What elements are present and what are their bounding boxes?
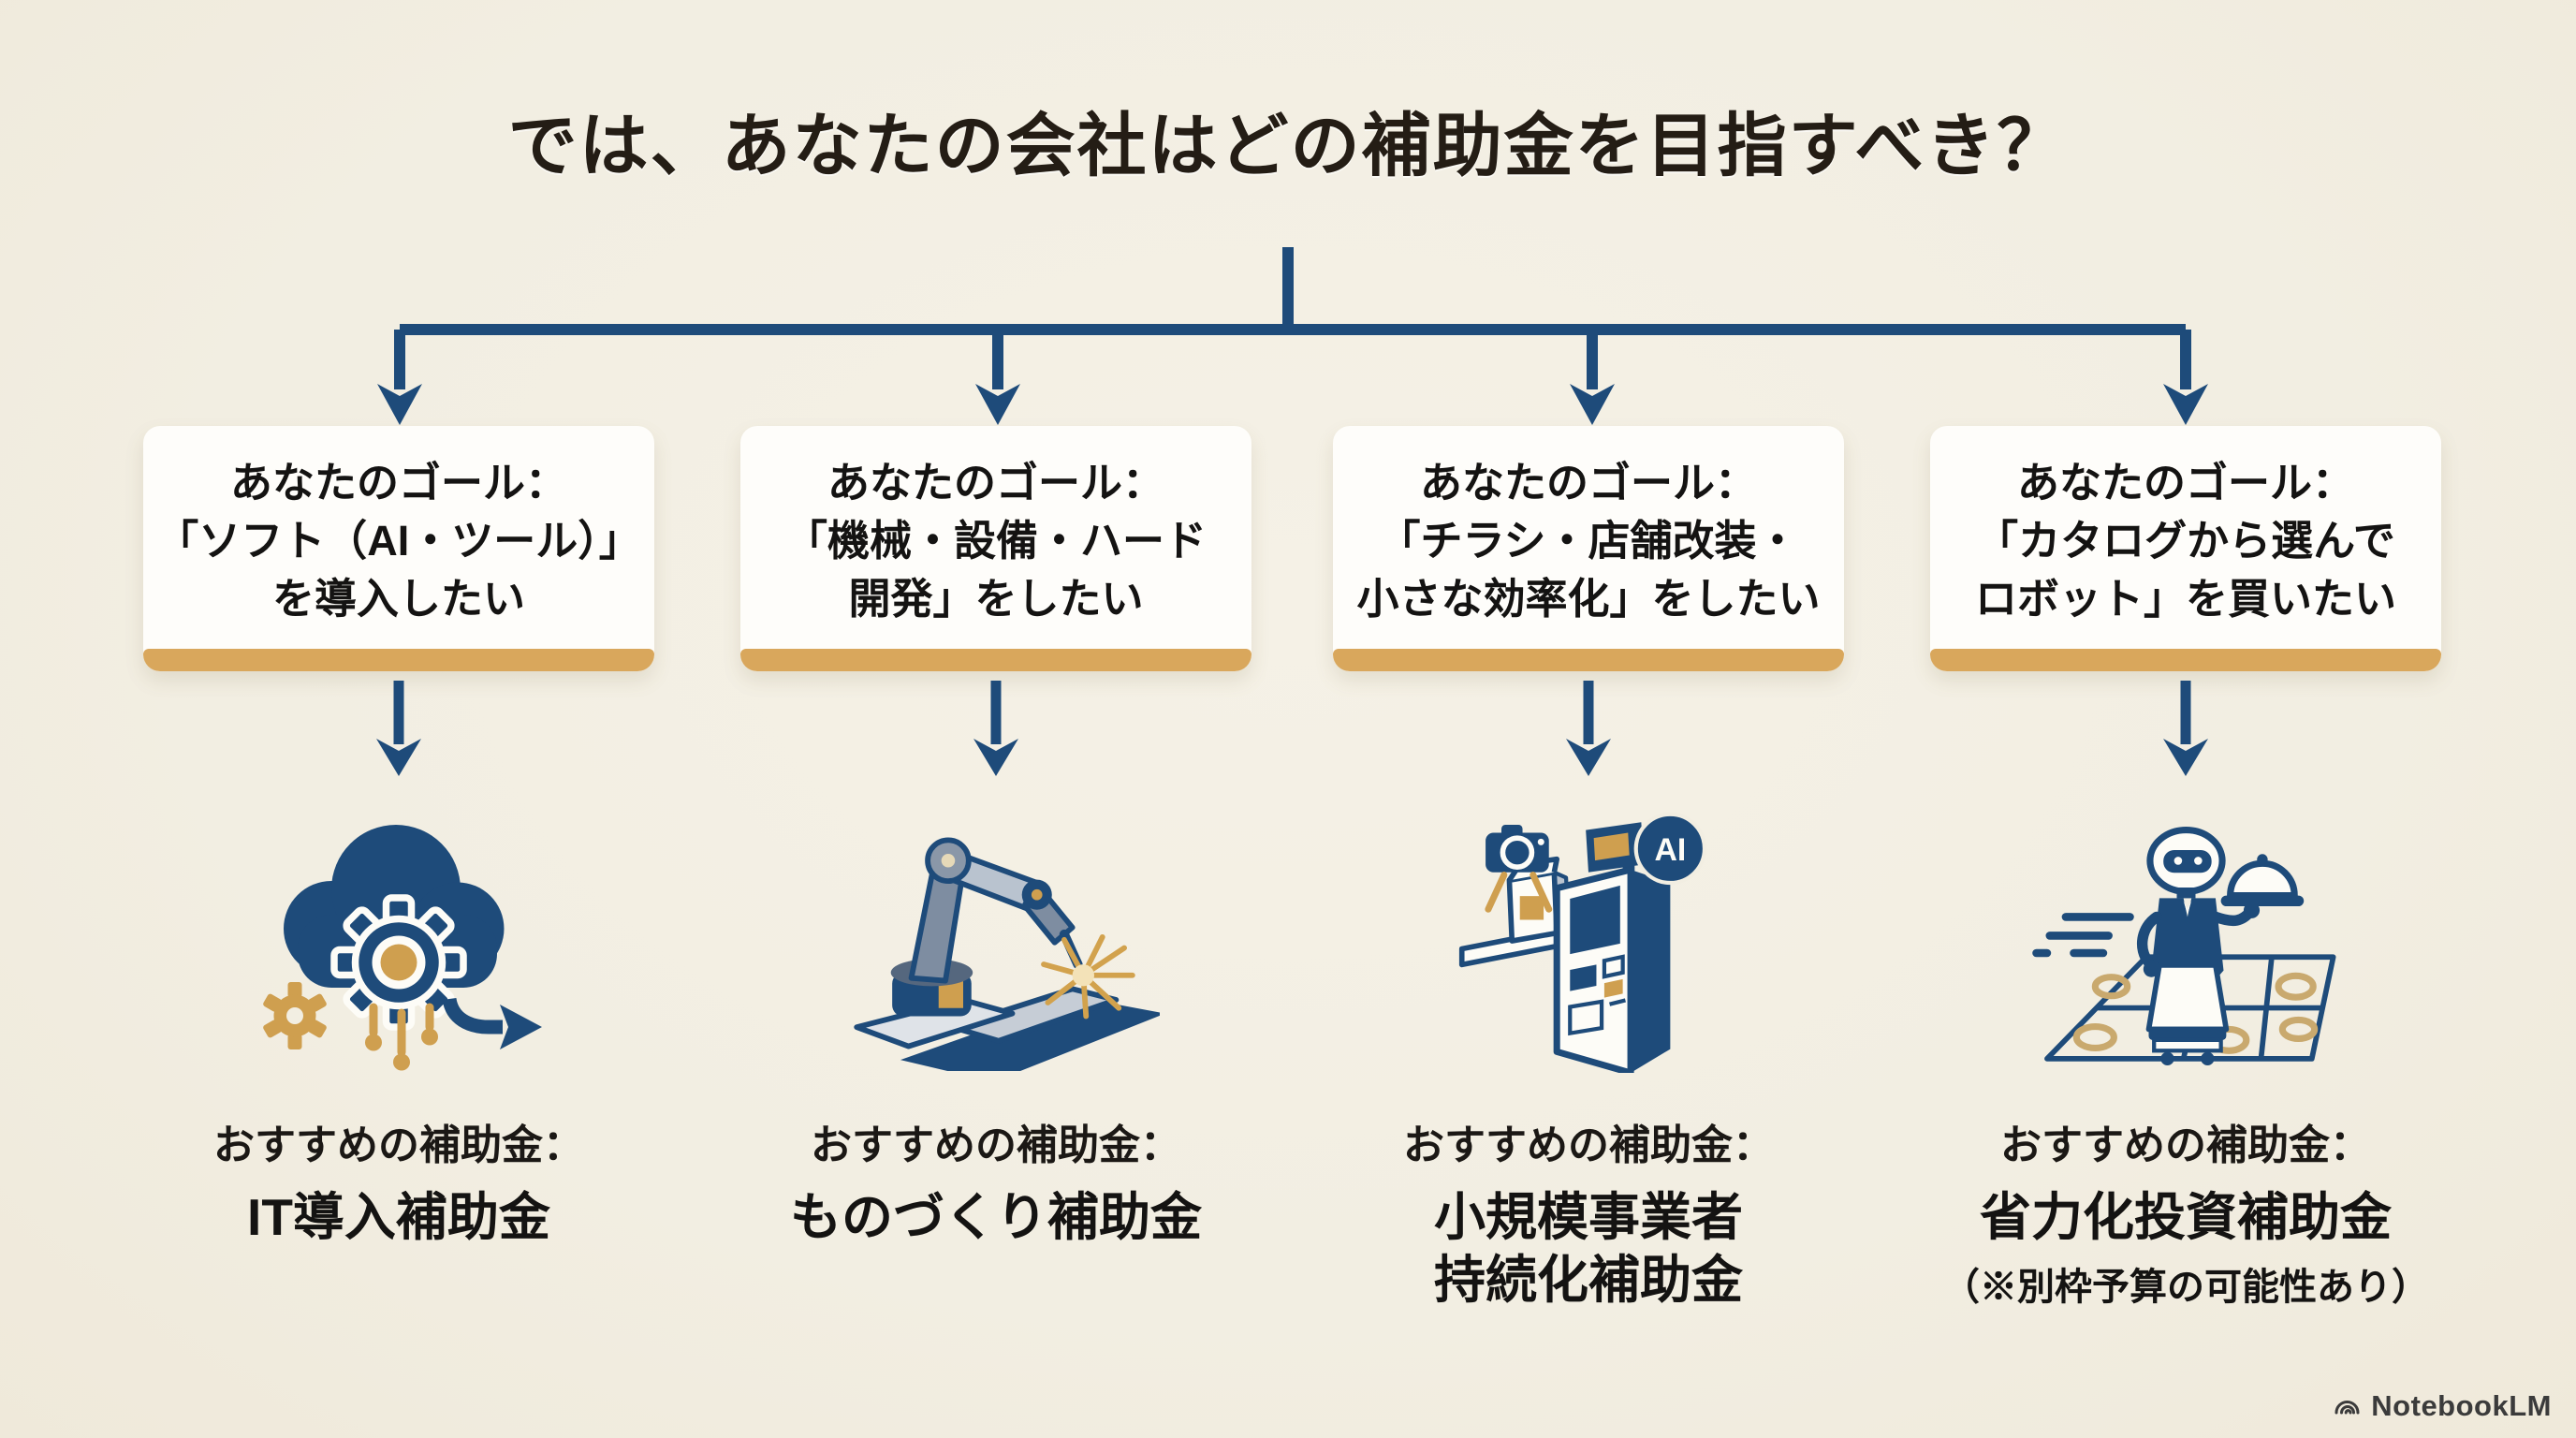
notebooklm-logo-icon xyxy=(2334,1401,2360,1415)
goal-box-accent-bar xyxy=(1930,649,2441,671)
recommendation: おすすめの補助金： 小規模事業者 持続化補助金 xyxy=(1403,1111,1774,1312)
robotic-welding-arm-icon xyxy=(799,785,1193,1083)
recommendation-name: ものづくり補助金 xyxy=(789,1188,1202,1246)
recommendation: おすすめの補助金： ものづくり補助金 xyxy=(790,1111,1202,1249)
ai-badge-label: AI xyxy=(1654,832,1686,868)
ai-kiosk-icon: AI xyxy=(1392,785,1785,1083)
recommendation-label: おすすめの補助金： xyxy=(213,1123,584,1168)
goal-text: 「チラシ・店舗改装・ 小さな効率化」をしたい xyxy=(1356,516,1821,624)
recommendation-label: おすすめの補助金： xyxy=(810,1123,1181,1168)
goal-box-content: あなたのゴール： 「機械・設備・ハード 開発」をしたい xyxy=(740,426,1251,649)
recommendation-name: 小規模事業者 持続化補助金 xyxy=(1433,1188,1743,1310)
branding-label: NotebookLM xyxy=(2371,1389,2552,1422)
goal-label: あなたのゴール： xyxy=(229,458,567,506)
down-arrow-icon xyxy=(376,681,421,776)
recommendation-note: （※別枠予算の可能性あり） xyxy=(1942,1267,2429,1309)
goal-box: あなたのゴール： 「カタログから選んで ロボット」を買いたい xyxy=(1930,426,2441,671)
column-jizokuka-subsidy: あなたのゴール： 「チラシ・店舗改装・ 小さな効率化」をしたい xyxy=(1333,426,1844,1312)
goal-box-content: あなたのゴール： 「カタログから選んで ロボット」を買いたい xyxy=(1930,426,2441,649)
cloud-ai-software-icon xyxy=(202,785,595,1083)
branding: NotebookLM xyxy=(2331,1389,2552,1423)
goal-box-content: あなたのゴール： 「チラシ・店舗改装・ 小さな効率化」をしたい xyxy=(1333,426,1844,649)
column-it-subsidy: あなたのゴール： 「ソフト（AI・ツール）」 を導入したい xyxy=(143,426,654,1249)
recommendation: おすすめの補助金： IT導入補助金 xyxy=(213,1111,584,1249)
down-arrow-icon xyxy=(973,681,1018,776)
goal-box-content: あなたのゴール： 「ソフト（AI・ツール）」 を導入したい xyxy=(143,426,654,649)
column-shoryokuka-subsidy: あなたのゴール： 「カタログから選んで ロボット」を買いたい xyxy=(1930,426,2441,1311)
recommendation: おすすめの補助金： 省力化投資補助金 （※別枠予算の可能性あり） xyxy=(1942,1111,2429,1311)
recommendation-label: おすすめの補助金： xyxy=(1403,1123,1774,1168)
goal-label: あなたのゴール： xyxy=(827,458,1164,506)
down-arrow-icon xyxy=(2163,681,2208,776)
goal-text: 「ソフト（AI・ツール）」 を導入したい xyxy=(156,516,641,624)
flow-connector-arrows xyxy=(377,247,2208,425)
goal-text: 「機械・設備・ハード 開発」をしたい xyxy=(784,516,1207,624)
goal-label: あなたのゴール： xyxy=(2016,458,2354,506)
goal-box: あなたのゴール： 「機械・設備・ハード 開発」をしたい xyxy=(740,426,1251,671)
goal-box-accent-bar xyxy=(143,649,654,671)
recommendation-name: IT導入補助金 xyxy=(247,1188,550,1246)
robot-waiter-icon xyxy=(1989,785,2382,1083)
goal-label: あなたのゴール： xyxy=(1419,458,1757,506)
goal-box: あなたのゴール： 「ソフト（AI・ツール）」 を導入したい xyxy=(143,426,654,671)
column-monodukuri-subsidy: あなたのゴール： 「機械・設備・ハード 開発」をしたい xyxy=(740,426,1251,1249)
goal-box-accent-bar xyxy=(740,649,1251,671)
goal-box: あなたのゴール： 「チラシ・店舗改装・ 小さな効率化」をしたい xyxy=(1333,426,1844,671)
recommendation-label: おすすめの補助金： xyxy=(2000,1123,2371,1168)
recommendation-name: 省力化投資補助金 xyxy=(1979,1188,2392,1246)
goal-box-accent-bar xyxy=(1333,649,1844,671)
goal-text: 「カタログから選んで ロボット」を買いたい xyxy=(1974,516,2396,624)
page-title: では、あなたの会社はどの補助金を目指すべき？ xyxy=(507,107,2069,184)
down-arrow-icon xyxy=(1566,681,1611,776)
